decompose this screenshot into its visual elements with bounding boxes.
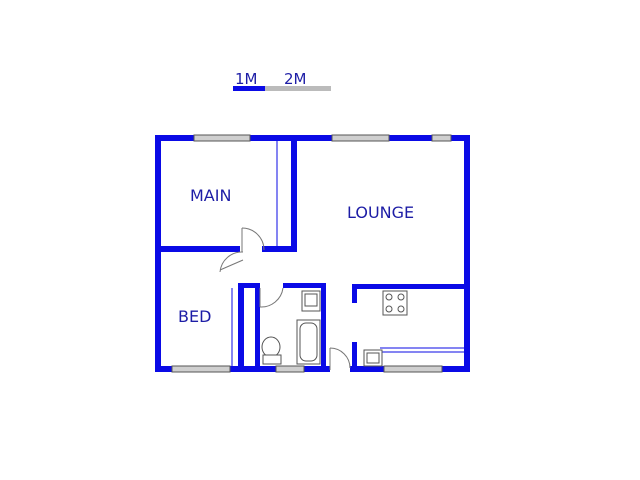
window-lounge-top bbox=[331, 134, 390, 142]
room-label-lounge: LOUNGE bbox=[347, 203, 414, 222]
door-main-swing bbox=[241, 227, 265, 251]
interior-walls bbox=[161, 141, 470, 372]
wall-top bbox=[155, 135, 470, 141]
door-bed-leaf bbox=[219, 259, 244, 271]
wall-left bbox=[155, 135, 161, 372]
window-bath-bottom bbox=[275, 365, 305, 373]
kitchen-fixtures bbox=[363, 290, 408, 367]
scale-label-2m: 2M bbox=[284, 70, 307, 88]
scale-label-1m: 1M bbox=[235, 70, 258, 88]
windows bbox=[171, 134, 452, 373]
room-label-bed: BED bbox=[178, 307, 211, 326]
stove-burner-2-icon bbox=[397, 293, 405, 301]
door-bath-swing bbox=[259, 287, 284, 308]
window-lounge-top-small bbox=[431, 134, 452, 142]
stove-burner-3-icon bbox=[385, 305, 393, 313]
wall-main-lounge bbox=[291, 141, 297, 251]
basin-bowl-icon bbox=[304, 293, 318, 307]
bathtub-inner-icon bbox=[299, 322, 318, 362]
toilet-bowl-icon bbox=[261, 336, 281, 358]
stove-burner-1-icon bbox=[385, 293, 393, 301]
window-bed-bottom bbox=[171, 365, 231, 373]
thin-lines bbox=[231, 141, 464, 366]
window-kitchen-bottom bbox=[383, 365, 443, 373]
kitchen-sink-bowl-icon bbox=[366, 352, 380, 364]
wall-bath-top bbox=[283, 283, 325, 288]
wall-kitchen-top bbox=[352, 284, 470, 289]
window-main-top bbox=[193, 134, 251, 142]
bathroom-fixtures bbox=[261, 290, 321, 365]
scale-bar-filled bbox=[233, 86, 265, 91]
door-entry-swing bbox=[329, 347, 351, 369]
wall-right bbox=[464, 135, 470, 372]
wall-main-bottom-right bbox=[262, 246, 297, 252]
doors bbox=[219, 227, 351, 370]
wall-bed-right bbox=[238, 283, 244, 372]
wall-bath-left bbox=[255, 283, 260, 372]
scale-bar-empty bbox=[265, 86, 331, 91]
stove-burner-4-icon bbox=[397, 305, 405, 313]
wall-bath-right bbox=[321, 283, 326, 372]
room-label-main: MAIN bbox=[190, 186, 231, 205]
door-bed-swing bbox=[219, 251, 244, 273]
wall-main-bed bbox=[161, 246, 240, 252]
wall-kitchen-left-bottom bbox=[352, 342, 357, 372]
scale-bar: 1M 2M bbox=[233, 70, 331, 91]
wall-kitchen-left-top bbox=[352, 284, 357, 303]
wall-bed-right-top bbox=[238, 283, 260, 288]
toilet-tank-icon bbox=[262, 354, 282, 365]
